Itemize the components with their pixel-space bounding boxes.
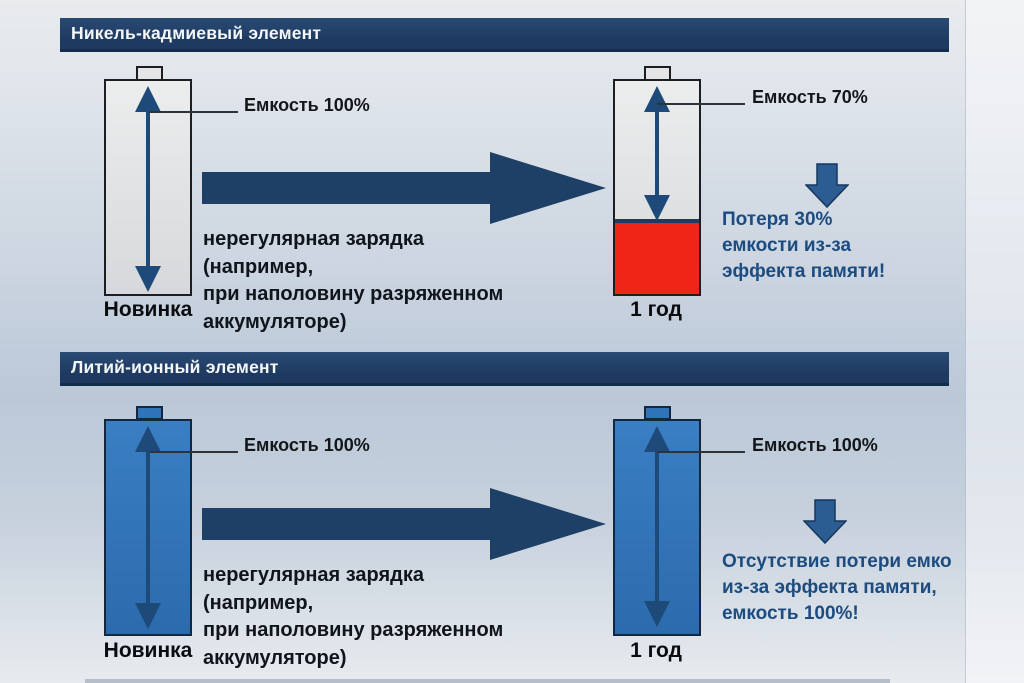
capacity-label: Емкость 100% [244, 435, 370, 455]
battery-liion-1year [613, 419, 701, 636]
result-note: Потеря 30% емкости из-за эффекта памяти! [722, 209, 886, 282]
label-connector-line [150, 111, 238, 113]
process-arrow-icon [202, 488, 606, 560]
battery-caption: 1 год [630, 298, 682, 321]
battery-liion-new [104, 419, 192, 636]
background-right-strip [965, 0, 1024, 683]
battery-cap [136, 406, 163, 420]
section-header-nicd: Никель-кадмиевый элемент [60, 18, 949, 52]
label-connector-line [150, 451, 238, 453]
capacity-range-arrow [644, 86, 670, 221]
process-description: нерегулярная зарядка (например, при напо… [203, 564, 504, 669]
process-description: нерегулярная зарядка (например, при напо… [203, 228, 504, 333]
section-title: Литий-ионный элемент [71, 357, 279, 377]
capacity-loss-fill [615, 223, 699, 294]
capacity-label: Емкость 100% [244, 95, 370, 115]
capacity-label: Емкость 100% [752, 435, 878, 455]
battery-cap [644, 406, 671, 420]
result-note: Отсутствие потери емко из-за эффекта пам… [722, 551, 952, 624]
battery-nicd-1year [613, 79, 701, 296]
capacity-range-arrow [135, 426, 161, 629]
down-arrow-icon [803, 499, 847, 545]
capacity-label: Емкость 70% [752, 87, 868, 107]
process-arrow-icon [202, 152, 606, 224]
battery-caption: Новинка [103, 639, 193, 662]
label-connector-line [657, 103, 745, 105]
down-arrow-icon [805, 163, 849, 209]
cutoff-next-section-bar [85, 679, 890, 683]
label-connector-line [657, 451, 745, 453]
battery-nicd-new [104, 79, 192, 296]
capacity-range-arrow [644, 426, 670, 627]
capacity-range-arrow [135, 86, 161, 292]
battery-caption: Новинка [103, 298, 193, 321]
section-title: Никель-кадмиевый элемент [71, 23, 322, 43]
section-header-liion: Литий-ионный элемент [60, 352, 949, 386]
battery-caption: 1 год [630, 639, 682, 662]
